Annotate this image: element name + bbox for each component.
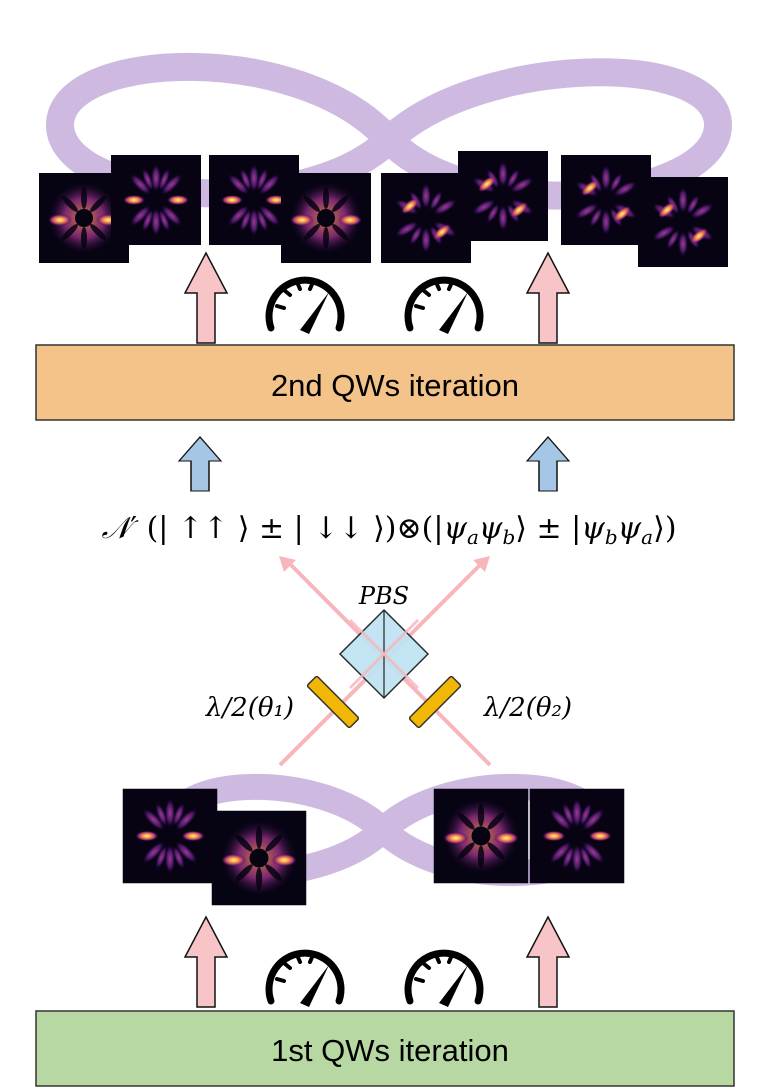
gauge-icon [269,953,341,1007]
gauge-icon [269,280,341,334]
svg-text:1st QWs iteration: 1st QWs iteration [271,1033,509,1068]
svg-text:2nd QWs iteration: 2nd QWs iteration [271,368,519,403]
first-iteration-box: 1st QWs iteration [35,1010,735,1087]
state-formula: 𝒩′ (| ↑↑ ⟩ ± | ↓↓ ⟩)⊗(|ψaψb⟩ ± |ψbψa⟩) [101,511,676,549]
up-arrow-blue [178,436,222,492]
up-arrow-pink [526,916,570,1008]
pbs-label: PBS [358,582,409,610]
waveplate-right-label: λ/2(θ₂) [483,693,572,723]
pbs-cube [338,608,430,700]
up-arrow-pink [184,916,228,1008]
up-arrow-pink [184,252,228,344]
beam-arrowheads [279,556,490,572]
gauge-icon [408,953,480,1007]
up-arrow-pink [526,252,570,344]
second-iteration-box: 2nd QWs iteration [35,344,735,421]
waveplate-left [306,675,360,729]
waveplate-left-label: λ/2(θ₁) [205,693,294,723]
gauge-icon [408,280,480,334]
waveplate-right [408,675,462,729]
mode-images-top [39,151,728,267]
up-arrow-blue [526,436,570,492]
